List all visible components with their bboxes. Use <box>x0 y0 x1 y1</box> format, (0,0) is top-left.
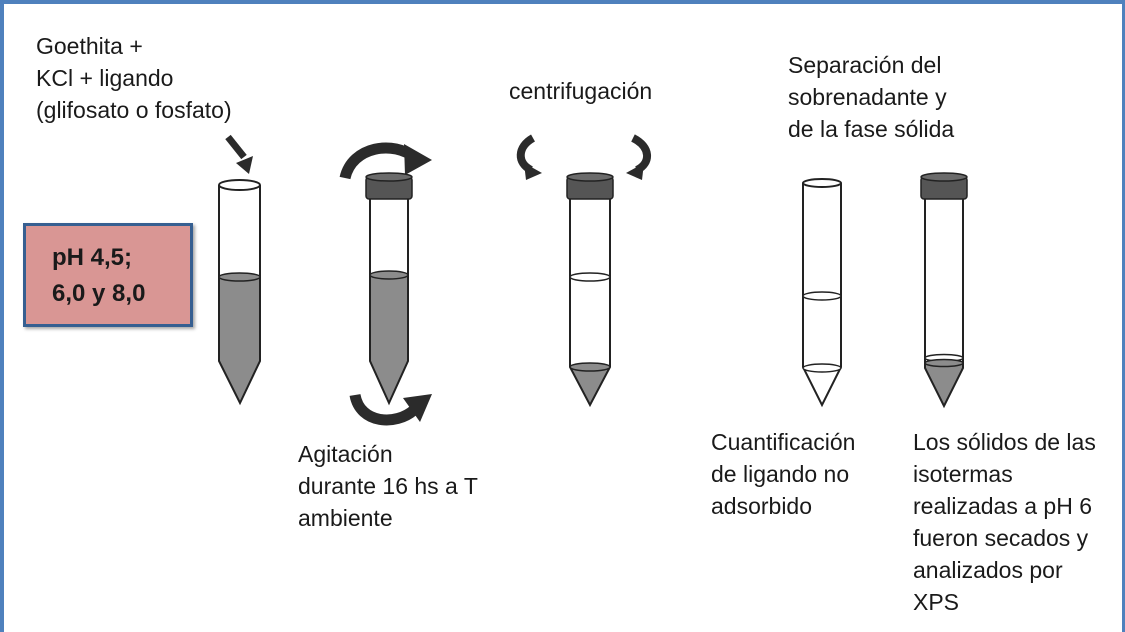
centrifuge-arrow-icon <box>630 134 651 174</box>
tube-5 <box>920 172 968 409</box>
sediment-surface <box>924 358 964 368</box>
rotation-arrowhead-icon <box>403 394 432 422</box>
rotation-arrowhead-icon <box>404 144 432 175</box>
down-arrow-head-icon <box>236 156 253 174</box>
bottom-line <box>802 363 842 373</box>
liquid-surface <box>569 272 611 282</box>
quantification-label: Cuantificación de ligando no adsorbido <box>711 429 856 519</box>
tube-body <box>569 196 611 408</box>
sediment <box>925 362 963 406</box>
sediment-surface <box>569 362 611 372</box>
solids-label: Los sólidos de las isotermas realizadas … <box>913 429 1096 615</box>
tube-body <box>802 183 842 408</box>
centrifugation-label: centrifugación <box>509 78 653 104</box>
down-arrow-icon <box>225 134 247 160</box>
tube-4 <box>802 178 842 408</box>
liquid-surface <box>218 272 261 282</box>
rotation-arrow-icon <box>349 393 418 426</box>
centrifuge-arrowhead-icon <box>626 163 644 180</box>
agitation-label: Agitación durante 16 hs a T ambiente <box>298 441 478 531</box>
ph-box: pH 4,5; 6,0 y 8,0 <box>23 223 193 327</box>
tube-1 <box>218 134 261 406</box>
separation-label: Separación del sobrenadante y de la fase… <box>788 52 955 142</box>
tube-2 <box>339 142 432 426</box>
sediment <box>570 367 610 405</box>
centrifuge-arrowhead-icon <box>524 163 542 180</box>
tube-body <box>218 185 261 406</box>
inputs-label: Goethita + KCl + ligando (glifosato o fo… <box>36 33 232 123</box>
liquid <box>370 275 408 403</box>
tube-cap-top <box>920 172 968 182</box>
liquid-surface <box>369 270 409 280</box>
tube-opening <box>802 178 842 188</box>
liquid <box>219 277 260 403</box>
tube-opening <box>218 179 261 191</box>
tube-body <box>369 196 409 406</box>
tube-body <box>924 196 964 409</box>
tube-cap-top <box>566 172 614 182</box>
liquid-surface <box>802 291 842 301</box>
tube-3 <box>516 134 651 408</box>
tube-cap-top <box>365 172 413 182</box>
